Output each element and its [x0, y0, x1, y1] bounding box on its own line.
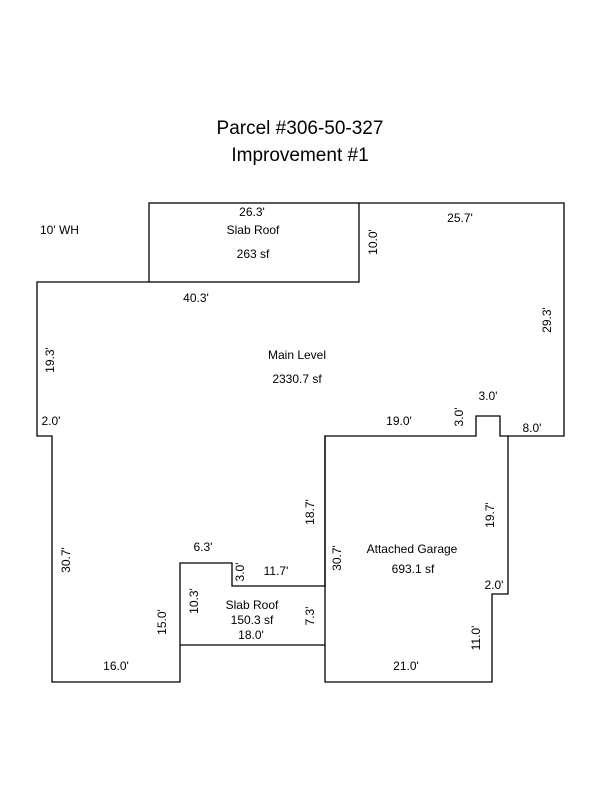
right-step-label: 8.0': [523, 421, 542, 435]
garage-left-side-label: 30.7': [330, 545, 344, 571]
slab-roof-bottom-area: 150.3 sf: [231, 613, 274, 627]
main-left-upper-label: 19.3': [43, 347, 57, 373]
slab-top-width-label: 26.3': [239, 205, 265, 219]
slab-roof-top-area: 263 sf: [237, 247, 270, 261]
main-level-area: 2330.7 sf: [272, 372, 322, 386]
garage-bottom-label: 21.0': [393, 659, 419, 673]
slab-roof-top-label: Slab Roof: [227, 223, 280, 237]
garage-right-upper-label: 19.7': [483, 502, 497, 528]
slab-bottom-step-label: 3.0': [233, 563, 247, 582]
slab-bottom-left-side-label: 10.3': [187, 588, 201, 614]
garage-label: Attached Garage: [367, 542, 458, 556]
main-left-lower-label: 30.7': [59, 547, 73, 573]
main-top-left-label: 40.3': [183, 291, 209, 305]
garage-top-label: 19.0': [386, 414, 412, 428]
improvement-subtitle: Improvement #1: [231, 145, 369, 166]
slab-bottom-right-side-label: 7.3': [303, 607, 317, 626]
garage-area: 693.1 sf: [392, 562, 435, 576]
slab-bottom-width-label: 18.0': [238, 628, 264, 642]
notch-top-label: 3.0': [479, 389, 498, 403]
garage-right-lower-label: 11.0': [469, 626, 483, 651]
parcel-title: Parcel #306-50-327: [216, 118, 384, 139]
slab-bottom-outer-side-label: 15.0': [155, 609, 169, 635]
main-top-right-label: 25.7': [447, 211, 473, 225]
slab-bottom-top-label: 6.3': [194, 540, 213, 554]
main-right-label: 29.3': [540, 307, 554, 333]
main-step-left-label: 2.0': [42, 414, 61, 428]
garage-outline: [324, 436, 509, 683]
main-bottom-left-label: 16.0': [103, 659, 129, 673]
wall-height-note: 10' WH: [40, 223, 79, 237]
slab-roof-bottom-label: Slab Roof: [226, 598, 279, 612]
slab-bottom-ledge-label: 11.7': [264, 564, 289, 578]
notch-side-label: 3.0': [452, 408, 466, 427]
garage-right-step-label: 2.0': [485, 578, 504, 592]
garage-left-upper-label: 18.7': [303, 499, 317, 525]
main-level-label: Main Level: [268, 348, 326, 362]
slab-roof-top-outline: [148, 202, 360, 283]
slab-top-side-label: 10.0': [366, 229, 380, 255]
main-level-outline: [36, 202, 565, 683]
